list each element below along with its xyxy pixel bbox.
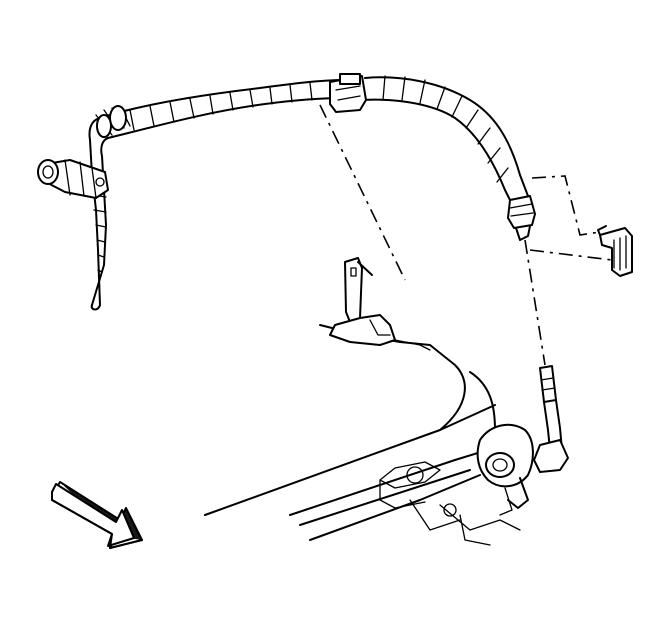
left-harness-connector xyxy=(37,139,109,311)
right-harness-connector xyxy=(504,174,536,241)
harness-mounting-bracket xyxy=(329,257,431,351)
front-direction-arrow-icon xyxy=(51,481,143,549)
right-mounting-bracket xyxy=(597,225,633,277)
lower-right-harness-section xyxy=(476,365,569,516)
wiring-harness-main-conduit xyxy=(88,75,521,191)
exploded-view-leader-lines xyxy=(319,104,613,366)
harness-retaining-clip xyxy=(329,73,367,113)
engine-assembly xyxy=(204,324,521,546)
